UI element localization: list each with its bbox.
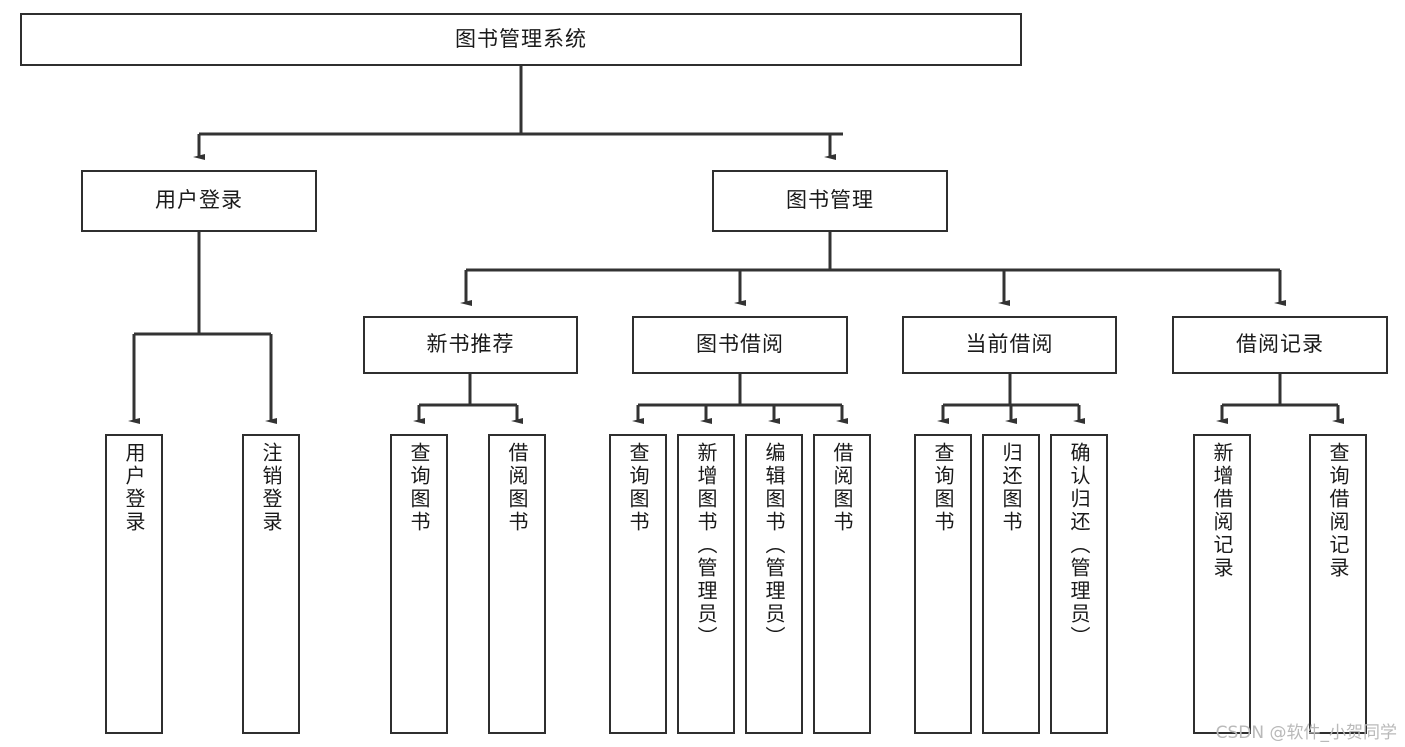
watermark: CSDN @软件_小贺同学 (1215, 723, 1397, 743)
leaf-label: 查询图书 (626, 442, 650, 534)
leaf-book-borrow-4[interactable]: 借阅图书 (813, 434, 871, 734)
node-book-borrow-label: 图书借阅 (696, 332, 784, 357)
leaf-book-borrow-3[interactable]: 编辑图书（管理员） (745, 434, 803, 734)
leaf-label: 用户登录 (122, 442, 146, 534)
leaf-label: 新增图书（管理员） (694, 442, 718, 649)
node-user-login[interactable]: 用户登录 (81, 170, 317, 232)
leaf-current-borrow-1[interactable]: 查询图书 (914, 434, 972, 734)
node-book-borrow[interactable]: 图书借阅 (632, 316, 848, 374)
node-borrow-record[interactable]: 借阅记录 (1172, 316, 1388, 374)
leaf-label: 查询借阅记录 (1326, 442, 1350, 580)
node-new-book-recommend[interactable]: 新书推荐 (363, 316, 578, 374)
leaf-label: 注销登录 (259, 442, 283, 534)
node-new-book-recommend-label: 新书推荐 (426, 332, 515, 357)
leaf-label: 借阅图书 (505, 442, 529, 534)
node-current-borrow[interactable]: 当前借阅 (902, 316, 1117, 374)
node-borrow-record-label: 借阅记录 (1236, 332, 1324, 357)
leaf-current-borrow-3[interactable]: 确认归还（管理员） (1050, 434, 1108, 734)
node-current-borrow-label: 当前借阅 (965, 332, 1054, 357)
node-root-label: 图书管理系统 (455, 26, 587, 51)
node-user-login-label: 用户登录 (155, 188, 243, 213)
leaf-borrow-record-1[interactable]: 新增借阅记录 (1193, 434, 1251, 734)
leaf-label: 查询图书 (407, 442, 431, 534)
leaf-label: 确认归还（管理员） (1067, 442, 1091, 649)
node-book-manage-label: 图书管理 (786, 188, 874, 213)
leaf-label: 查询图书 (931, 442, 955, 534)
leaf-book-borrow-1[interactable]: 查询图书 (609, 434, 667, 734)
leaf-label: 借阅图书 (830, 442, 854, 534)
leaf-borrow-record-2[interactable]: 查询借阅记录 (1309, 434, 1367, 734)
leaf-label: 新增借阅记录 (1210, 442, 1234, 580)
leaf-current-borrow-2[interactable]: 归还图书 (982, 434, 1040, 734)
leaf-new-book-1[interactable]: 查询图书 (390, 434, 448, 734)
leaf-label: 编辑图书（管理员） (762, 442, 786, 649)
node-root[interactable]: 图书管理系统 (20, 13, 1022, 66)
node-book-manage[interactable]: 图书管理 (712, 170, 948, 232)
leaf-book-borrow-2[interactable]: 新增图书（管理员） (677, 434, 735, 734)
leaf-label: 归还图书 (999, 442, 1023, 534)
leaf-user-login-1[interactable]: 用户登录 (105, 434, 163, 734)
leaf-new-book-2[interactable]: 借阅图书 (488, 434, 546, 734)
leaf-user-login-2[interactable]: 注销登录 (242, 434, 300, 734)
